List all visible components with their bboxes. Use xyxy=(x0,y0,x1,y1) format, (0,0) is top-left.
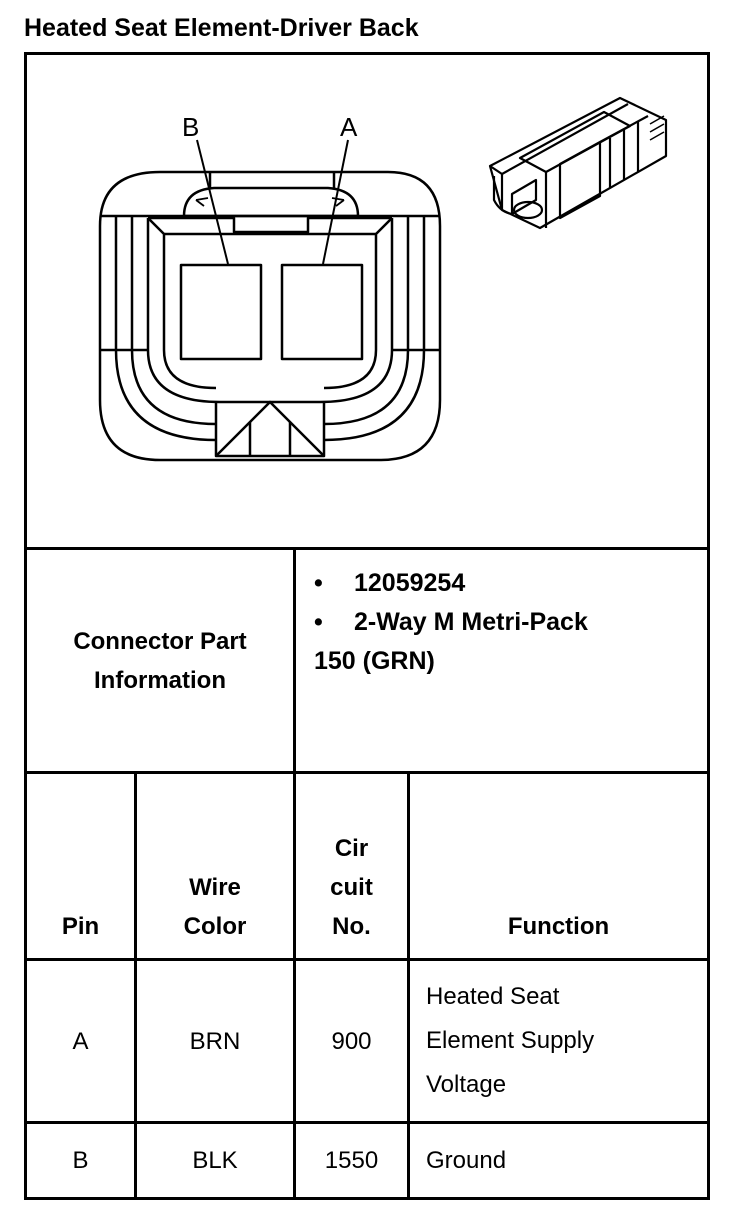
row-b-wire-color-value: BLK xyxy=(192,1147,238,1174)
connector-cavity xyxy=(146,218,394,404)
header-circuit-no: Cir cuit No. xyxy=(296,774,407,958)
header-pin: Pin xyxy=(27,774,134,958)
pin-b-leader xyxy=(196,139,229,265)
divider-row-a-bottom xyxy=(24,1121,710,1124)
row-a-pin-value: A xyxy=(72,1027,89,1055)
row-b-pin: B xyxy=(27,1124,134,1197)
pin-a-leader xyxy=(322,139,349,265)
header-wire-color-line-2: Color xyxy=(183,913,247,940)
row-a-circuit-no-value: 900 xyxy=(331,1027,372,1055)
header-wire-color-line-1: Wire xyxy=(189,874,241,901)
row-a-function-line-1: Heated Seat xyxy=(426,983,560,1010)
header-function: Function xyxy=(410,774,707,958)
row-b-circuit-no: 1550 xyxy=(296,1124,407,1197)
terminal-cavity-a xyxy=(280,263,364,361)
row-a-function: Heated Seat Element Supply Voltage xyxy=(410,961,707,1121)
connector-table-frame xyxy=(24,52,710,1200)
terminal-cavity-b xyxy=(179,263,263,361)
divider-diagram-bottom xyxy=(24,547,710,550)
bullet-item-connector-type: • 2-Way M Metri-Pack xyxy=(296,603,707,642)
row-a-pin: A xyxy=(27,961,134,1121)
header-circuit-no-line-1: Cir xyxy=(334,835,369,862)
bullet-icon: • xyxy=(314,569,323,597)
pin-label-b: B xyxy=(182,112,200,142)
header-circuit-no-line-2: cuit xyxy=(330,874,373,901)
row-b-function: Ground xyxy=(410,1124,707,1197)
header-circuit-no-line-3: No. xyxy=(332,913,371,940)
row-b-pin-value: B xyxy=(72,1147,89,1174)
connector-latch-arch xyxy=(182,186,360,217)
row-b-circuit-no-value: 1550 xyxy=(324,1147,379,1174)
row-b-function-line-1: Ground xyxy=(426,1147,507,1174)
header-pin-line-1: Pin xyxy=(61,913,100,940)
row-a-wire-color-value: BRN xyxy=(189,1027,241,1055)
connector-key xyxy=(214,402,326,458)
row-a-function-line-2: Element Supply xyxy=(426,1027,595,1054)
bullet-icon: • xyxy=(314,608,323,636)
row-a-wire-color: BRN xyxy=(137,961,293,1121)
row-b-wire-color: BLK xyxy=(137,1124,293,1197)
connector-info-label-line-1: Connector Part xyxy=(73,627,247,655)
divider-col-3 xyxy=(407,771,410,1200)
connector-info-values: • 12059254 • 2-Way M Metri-Pack 150 (GRN… xyxy=(296,564,707,764)
divider-col-1 xyxy=(134,771,137,1200)
bullet-item-part-number: • 12059254 xyxy=(296,564,707,603)
divider-header-bottom xyxy=(24,958,710,961)
connector-face-diagram xyxy=(98,96,668,462)
connector-3d-icon xyxy=(488,96,668,230)
connector-outer-body xyxy=(98,170,442,462)
divider-col-2 xyxy=(293,771,296,1200)
page-title: Heated Seat Element-Driver Back xyxy=(24,14,419,42)
pin-label-a: A xyxy=(340,112,358,142)
divider-info-bottom xyxy=(24,771,710,774)
row-a-function-line-3: Voltage xyxy=(426,1071,507,1098)
part-number: 12059254 xyxy=(354,569,466,597)
connector-type: 2-Way M Metri-Pack xyxy=(354,608,588,636)
header-function-line-1: Function xyxy=(507,913,610,940)
connector-type-continuation: 150 (GRN) xyxy=(314,647,435,675)
connector-info-label: Connector Part Information xyxy=(27,550,293,771)
header-wire-color: Wire Color xyxy=(137,774,293,958)
divider-info-vertical xyxy=(293,547,296,773)
row-a-circuit-no: 900 xyxy=(296,961,407,1121)
connector-info-label-line-2: Information xyxy=(94,666,226,694)
